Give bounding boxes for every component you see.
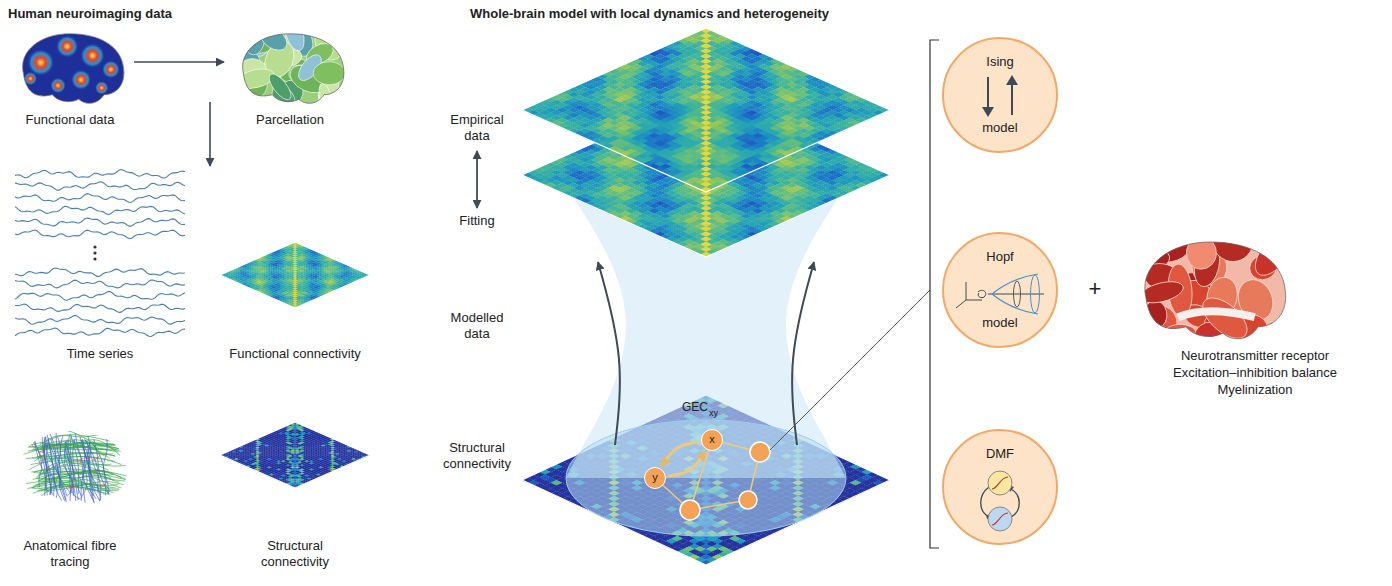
caption: Anatomical fibre tracing <box>20 538 120 569</box>
structural-matrix <box>220 422 371 488</box>
functional-matrix <box>220 242 371 308</box>
upward-arrow <box>598 262 620 445</box>
region-node: y <box>644 467 666 489</box>
node-text: x <box>709 433 715 446</box>
network-links <box>655 440 760 510</box>
panel-title: Human neuroimaging data <box>8 6 328 22</box>
fibre-tractography <box>23 430 135 513</box>
layer-label: Modelled data <box>439 310 515 341</box>
layer-label: Structural connectivity <box>429 440 525 471</box>
flow-arrow <box>209 102 211 166</box>
structural-plane <box>522 395 891 565</box>
functional-brain <box>23 34 124 104</box>
node-text: model <box>982 120 1017 136</box>
heterogeneity-label: Myelinization <box>1130 382 1380 398</box>
panel-title: Whole-brain model with local dynamics an… <box>470 6 930 22</box>
empirical-plane <box>522 28 891 192</box>
modelled-plane <box>522 93 891 257</box>
node-text: Hopf <box>986 249 1013 265</box>
connectivity-symbol: GEC <box>682 400 708 414</box>
node-text: Ising <box>986 54 1013 70</box>
flow-arrow <box>134 61 224 63</box>
heterogeneity-label: Neurotransmitter receptor <box>1130 348 1380 364</box>
caption: Functional connectivity <box>210 346 380 362</box>
model-circle: Hopf model <box>942 232 1058 348</box>
node-text: model <box>982 315 1017 331</box>
region-node: x <box>701 429 723 451</box>
network-nodes <box>680 442 770 520</box>
bracket <box>930 40 939 548</box>
caption: Structural connectivity <box>247 538 343 569</box>
model-circle: DMF <box>942 429 1058 545</box>
layer-label: Empirical data <box>439 112 515 143</box>
layer-label: Fitting <box>439 213 515 229</box>
plus-sign: + <box>1080 276 1110 302</box>
time-series <box>15 169 185 336</box>
leader-line <box>770 290 930 450</box>
fitting-arrow <box>476 151 478 208</box>
subscript: xy <box>709 408 718 419</box>
parcellated-brain <box>228 13 347 116</box>
model-circle: Ising model <box>942 37 1058 153</box>
caption: Functional data <box>5 112 135 128</box>
heterogeneity-label: Excitation–inhibition balance <box>1130 365 1380 381</box>
caption: Parcellation <box>225 112 355 128</box>
connectivity-arrow <box>668 451 705 476</box>
model-ellipse <box>566 420 846 536</box>
connectivity-arrow <box>662 442 699 467</box>
node-text: y <box>652 471 658 484</box>
node-text: DMF <box>986 446 1014 462</box>
caption: Time series <box>35 346 165 362</box>
heterogeneity-brain <box>1128 214 1300 364</box>
